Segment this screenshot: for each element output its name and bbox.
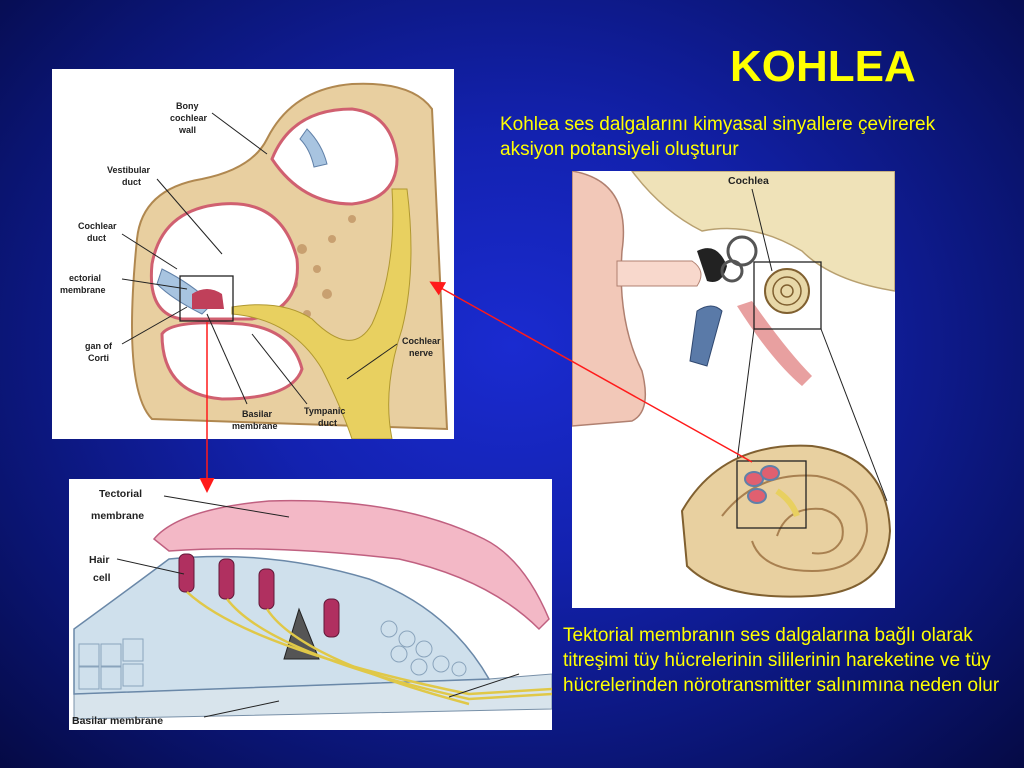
label-tympanic-2: duct — [318, 418, 337, 428]
label-bony-2: cochlear — [170, 113, 208, 123]
label-cochlear-duct-2: duct — [87, 233, 106, 243]
label-vestibular-2: duct — [122, 177, 141, 187]
label-bony-3: wall — [178, 125, 196, 135]
label-vestibular-1: Vestibular — [107, 165, 151, 175]
label-basilar-1: Basilar — [242, 409, 273, 419]
slide-title: KOHLEA — [730, 42, 916, 91]
ear-anatomy-figure: Cochlea — [572, 171, 895, 608]
label-cochlear-duct-1: Cochlear — [78, 221, 117, 231]
label-hair-cell-1: Hair — [89, 554, 109, 566]
label-basilar-2: membrane — [232, 421, 278, 431]
label-hair-cell-2: cell — [93, 572, 111, 584]
label-cochlea: Cochlea — [728, 175, 769, 187]
label-tympanic-1: Tympanic — [304, 406, 345, 416]
organ-of-corti-figure: Tectorial membrane Hair cell Basilar mem… — [69, 479, 552, 730]
label-tectorial-1: ectorial — [69, 273, 101, 283]
label-nerve-1: Cochlear — [402, 336, 441, 346]
label-tectorial-2: membrane — [60, 285, 106, 295]
label-nerve-2: nerve — [409, 348, 433, 358]
label-tectorial-membrane-1: Tectorial — [99, 488, 142, 500]
label-tectorial-membrane-2: membrane — [91, 510, 144, 522]
corti-drawing: Tectorial membrane Hair cell Basilar mem… — [72, 488, 552, 727]
slide-subtitle: Kohlea ses dalgalarını kimyasal sinyalle… — [500, 114, 936, 160]
slide-caption: Tektorial membranın ses dalgalarına bağl… — [563, 625, 1000, 696]
label-bony-1: Bony — [176, 101, 199, 111]
cochlea-cross-section-figure: Bony cochlear wall Vestibular duct Cochl… — [52, 69, 454, 439]
cross-section-drawing: Bony cochlear wall Vestibular duct Cochl… — [60, 82, 449, 439]
ear-drawing: Cochlea — [572, 171, 895, 598]
label-organ-1: gan of — [85, 341, 113, 351]
label-basilar-membrane: Basilar membrane — [72, 715, 163, 727]
label-organ-2: Corti — [88, 353, 109, 363]
